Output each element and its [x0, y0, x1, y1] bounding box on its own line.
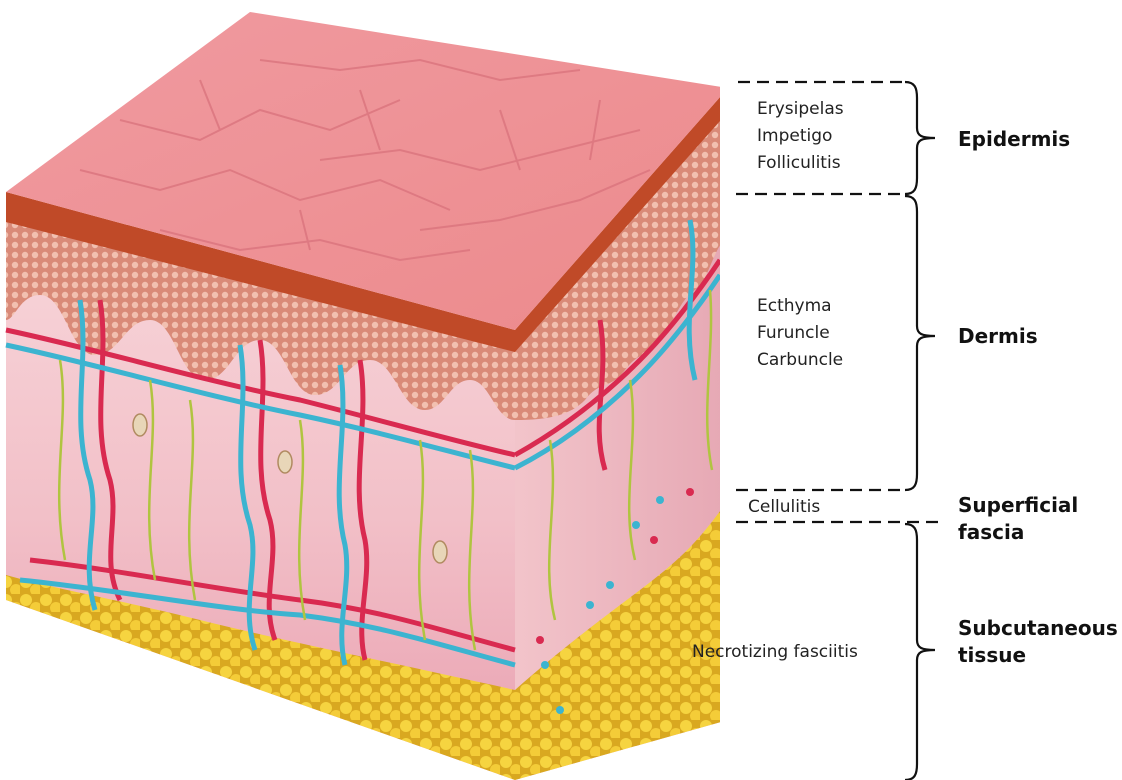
layer-label-line: Superficial: [958, 492, 1078, 519]
condition-label: Impetigo: [757, 123, 844, 150]
condition-label: Furuncle: [757, 320, 843, 347]
layer-label-line: tissue: [958, 642, 1118, 669]
fascia-conditions: Cellulitis: [748, 494, 820, 521]
subcutaneous-conditions: Necrotizing fasciitis: [692, 639, 858, 666]
layer-label-superficial-fascia: Superficial fascia: [958, 492, 1078, 546]
condition-label: Ecthyma: [757, 293, 843, 320]
layer-label-epidermis: Epidermis: [958, 126, 1070, 153]
layer-label-subcutaneous-tissue: Subcutaneous tissue: [958, 615, 1118, 669]
dermis-conditions: Ecthyma Furuncle Carbuncle: [757, 293, 843, 374]
layer-label-dermis: Dermis: [958, 323, 1038, 350]
layer-label-line: Subcutaneous: [958, 615, 1118, 642]
condition-label: Folliculitis: [757, 150, 844, 177]
layer-label-line: fascia: [958, 519, 1078, 546]
condition-label: Necrotizing fasciitis: [692, 639, 858, 666]
brace-dermis: [905, 196, 935, 490]
condition-label: Erysipelas: [757, 96, 844, 123]
condition-label: Carbuncle: [757, 347, 843, 374]
condition-label: Cellulitis: [748, 494, 820, 521]
brace-subcutaneous: [905, 524, 935, 780]
brace-epidermis: [905, 82, 935, 194]
epidermis-conditions: Erysipelas Impetigo Folliculitis: [757, 96, 844, 177]
